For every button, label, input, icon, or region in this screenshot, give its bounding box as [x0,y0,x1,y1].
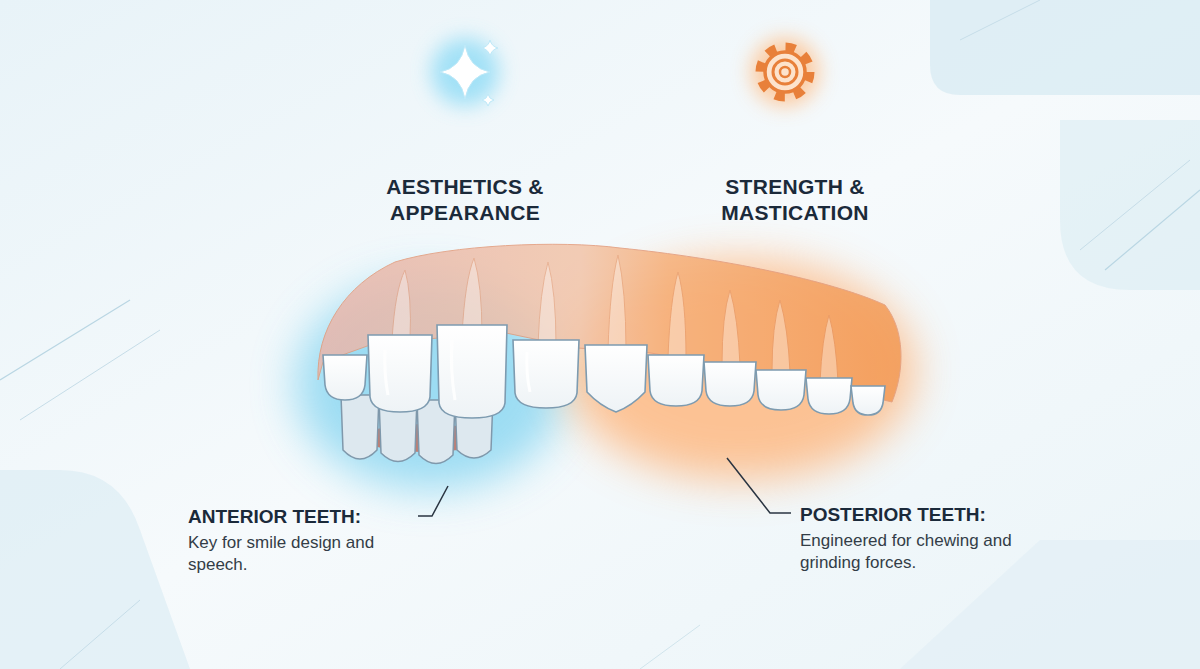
heading-label: STRENGTH & MASTICATION [690,174,900,225]
sparkle-icon [440,40,498,106]
tooth-highlights [385,340,530,400]
upper-teeth [323,325,885,418]
callout-text: Key for smile design and speech. [188,532,383,576]
heading-label: AESTHETICS & APPEARANCE [370,174,560,225]
gear-icon [760,47,810,97]
glow-areas [295,38,915,490]
callout-text: Engineered for chewing and grinding forc… [800,530,1015,574]
callout-title: ANTERIOR TEETH: [188,505,361,530]
callout-title: POSTERIOR TEETH: [800,503,986,528]
leader-lines [418,458,791,516]
